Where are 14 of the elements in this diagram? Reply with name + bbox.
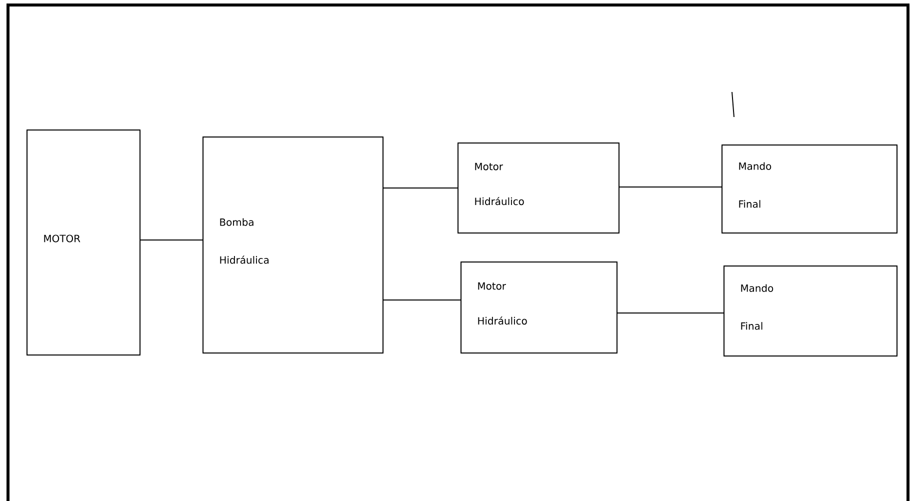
- block-box: [724, 266, 898, 356]
- block-box: [722, 144, 898, 234]
- block-label: Mando Final: [741, 284, 774, 330]
- connector-line: [617, 312, 724, 314]
- block-box: [26, 130, 140, 356]
- block-box: [460, 262, 618, 354]
- block-label: Motor Hidráulico: [478, 282, 527, 325]
- block-label: MOTOR: [44, 234, 80, 242]
- block-label: Mando Final: [739, 162, 772, 208]
- block-box: [458, 142, 620, 234]
- connector-line: [619, 186, 722, 188]
- block-box: [202, 136, 384, 354]
- block-label: Motor Hidráulico: [475, 162, 524, 206]
- block-label: Bomba Hidráulica: [220, 218, 269, 264]
